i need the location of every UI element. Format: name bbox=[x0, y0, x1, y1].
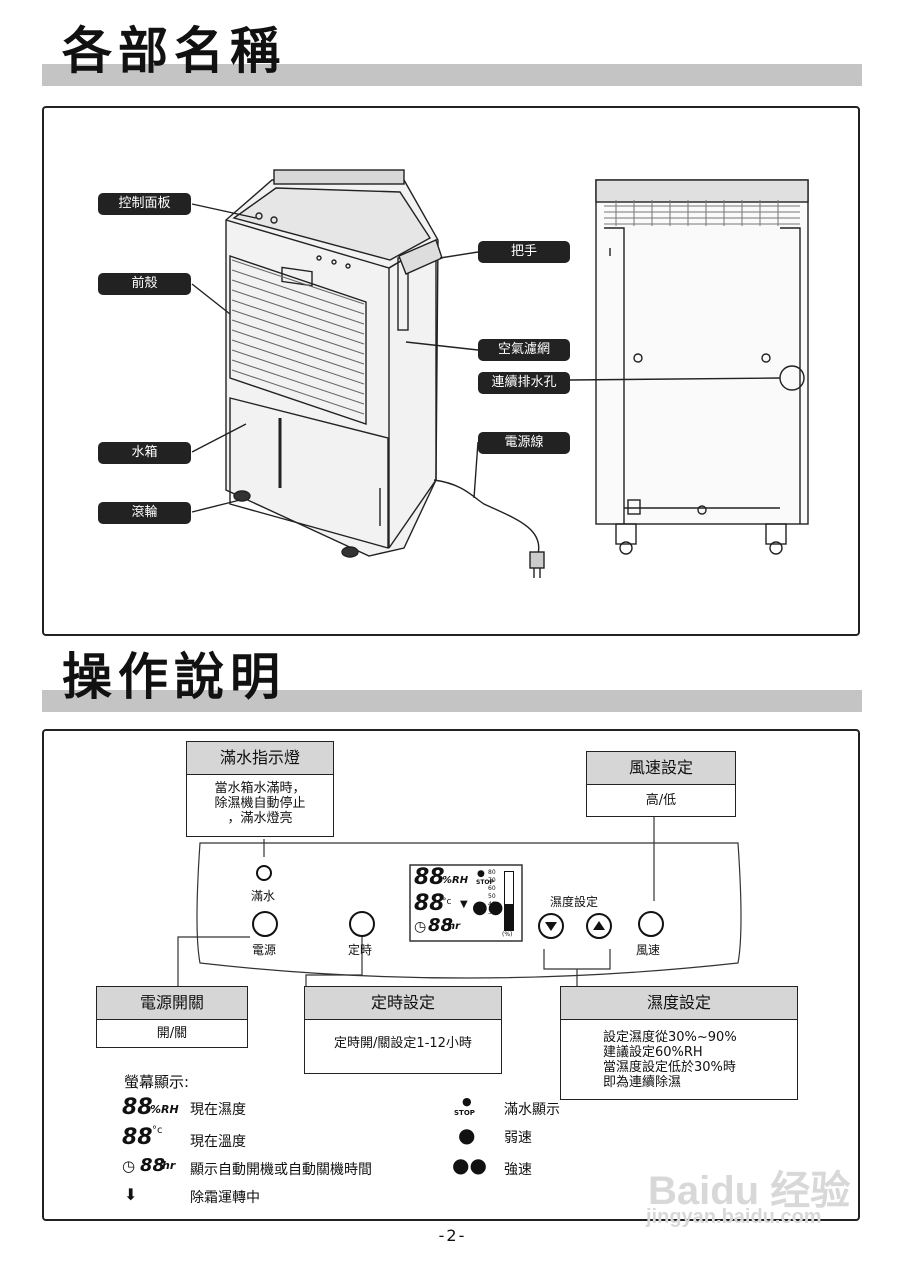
triangle-down-icon bbox=[545, 922, 557, 931]
section-title-parts: 各部名稱 bbox=[62, 22, 286, 80]
operation-frame: 滿水指示燈 當水箱水滿時， 除濕機自動停止 ，滿水燈亮 風速設定 高/低 滿水 … bbox=[42, 729, 860, 1221]
legend-double-drop-icon: ●● bbox=[452, 1153, 487, 1177]
callout-air-filter: 空氣濾網 bbox=[478, 339, 570, 361]
legend-weak-text: 弱速 bbox=[504, 1130, 532, 1146]
legend-rh-text: 現在濕度 bbox=[190, 1102, 246, 1118]
legend-rh-symbol: 88 bbox=[122, 1095, 153, 1120]
fan-speed-button[interactable] bbox=[638, 911, 664, 937]
legend-time-text: 顯示自動開機或自動關機時間 bbox=[190, 1162, 372, 1178]
section-title-bar-2 bbox=[42, 690, 862, 712]
legend-rh-unit: %RH bbox=[150, 1103, 179, 1116]
timer-label: 定時 bbox=[348, 943, 373, 957]
timer-setting-box: 定時設定 定時開/關設定1-12小時 bbox=[304, 986, 502, 1074]
watermark-brand: Baidu 经验 bbox=[648, 1169, 851, 1213]
humidity-setting-head: 濕度設定 bbox=[561, 987, 797, 1020]
lcd-drop-icon: ● bbox=[477, 869, 485, 879]
full-water-head: 滿水指示燈 bbox=[187, 742, 333, 775]
power-label: 電源 bbox=[252, 943, 277, 957]
timer-setting-head: 定時設定 bbox=[305, 987, 501, 1020]
callout-handle: 把手 bbox=[478, 241, 570, 263]
power-button[interactable] bbox=[252, 911, 278, 937]
lcd-rh-unit: %RH bbox=[442, 875, 469, 886]
humidity-down-button[interactable] bbox=[538, 913, 564, 939]
dehumidifier-illustration bbox=[191, 169, 809, 578]
lcd-temp-unit: °c bbox=[442, 897, 452, 907]
fan-speed-body: 高/低 bbox=[645, 793, 677, 808]
legend-clock-icon: ◷ bbox=[122, 1157, 136, 1175]
callout-control-panel: 控制面板 bbox=[98, 193, 191, 215]
fan-speed-label: 風速 bbox=[636, 943, 661, 957]
timer-button[interactable] bbox=[349, 911, 375, 937]
full-water-label: 滿水 bbox=[251, 889, 276, 903]
power-switch-box: 電源開關 開/關 bbox=[96, 986, 248, 1048]
legend-temp-unit: °c bbox=[152, 1125, 163, 1136]
callout-drain-hole: 連續排水孔 bbox=[478, 372, 570, 394]
full-water-body: 當水箱水滿時， 除濕機自動停止 ，滿水燈亮 bbox=[214, 781, 306, 826]
section-title-operation: 操作說明 bbox=[62, 648, 286, 706]
legend-full-text: 滿水顯示 bbox=[504, 1102, 560, 1118]
power-switch-head: 電源開關 bbox=[97, 987, 247, 1020]
callout-water-tank: 水箱 bbox=[98, 442, 191, 464]
legend-heading: 螢幕顯示: bbox=[124, 1073, 190, 1091]
legend-stop-label: STOP bbox=[454, 1109, 475, 1117]
lcd-rh-digits: 88 bbox=[414, 865, 445, 890]
watermark-url: jingyan.baidu.com bbox=[646, 1206, 822, 1228]
humidity-setting-box: 濕度設定 設定濕度從30%~90% 建議設定60%RH 當濕度設定低於30%時 … bbox=[560, 986, 798, 1100]
legend-time-unit: hr bbox=[162, 1159, 176, 1172]
callout-caster: 滾輪 bbox=[98, 502, 191, 524]
section-title-bar bbox=[42, 64, 862, 86]
lcd-scale-unit: (%) bbox=[502, 931, 513, 938]
control-panel-illustration bbox=[177, 801, 742, 987]
lcd-double-drop-icon: ●● bbox=[472, 897, 504, 918]
lcd-humidity-gauge bbox=[504, 871, 514, 931]
fan-speed-head: 風速設定 bbox=[587, 752, 735, 785]
lcd-stop-label: STOP bbox=[476, 879, 494, 886]
legend-temp-symbol: 88 bbox=[122, 1125, 153, 1150]
legend-defrost-text: 除霜運轉中 bbox=[190, 1190, 260, 1206]
lcd-time-unit: hr bbox=[448, 921, 461, 932]
full-water-indicator-box: 滿水指示燈 當水箱水滿時， 除濕機自動停止 ，滿水燈亮 bbox=[186, 741, 334, 837]
lcd-time-digits: 88 bbox=[428, 915, 454, 936]
humidity-setting-label: 濕度設定 bbox=[550, 895, 599, 909]
humidity-up-button[interactable] bbox=[586, 913, 612, 939]
page-number: -2- bbox=[438, 1226, 467, 1245]
full-water-led bbox=[256, 865, 272, 881]
lcd-temp-digits: 88 bbox=[414, 891, 445, 916]
legend-defrost-icon: ⬇ bbox=[124, 1185, 138, 1204]
triangle-up-icon bbox=[593, 921, 605, 930]
legend-drop-icon: ● bbox=[458, 1123, 476, 1147]
legend-drop-small-icon: ● bbox=[462, 1095, 472, 1108]
legend-temp-text: 現在溫度 bbox=[190, 1134, 246, 1150]
humidity-setting-body: 設定濕度從30%~90% 建議設定60%RH 當濕度設定低於30%時 即為連續除… bbox=[603, 1030, 737, 1090]
lcd-clock-icon: ◷ bbox=[414, 919, 427, 935]
fan-speed-box: 風速設定 高/低 bbox=[586, 751, 736, 817]
legend-time-symbol: 88 bbox=[140, 1155, 166, 1176]
timer-setting-body: 定時開/關設定1-12小時 bbox=[334, 1036, 472, 1051]
legend-strong-text: 強速 bbox=[504, 1162, 532, 1178]
power-switch-body: 開/關 bbox=[156, 1026, 188, 1041]
callout-front-shell: 前殼 bbox=[98, 273, 191, 295]
lcd-defrost-icon: ▼ bbox=[460, 899, 468, 910]
callout-power-cord: 電源線 bbox=[478, 432, 570, 454]
parts-diagram-frame: 控制面板 前殼 水箱 滾輪 把手 空氣濾網 連續排水孔 電源線 bbox=[42, 106, 860, 636]
